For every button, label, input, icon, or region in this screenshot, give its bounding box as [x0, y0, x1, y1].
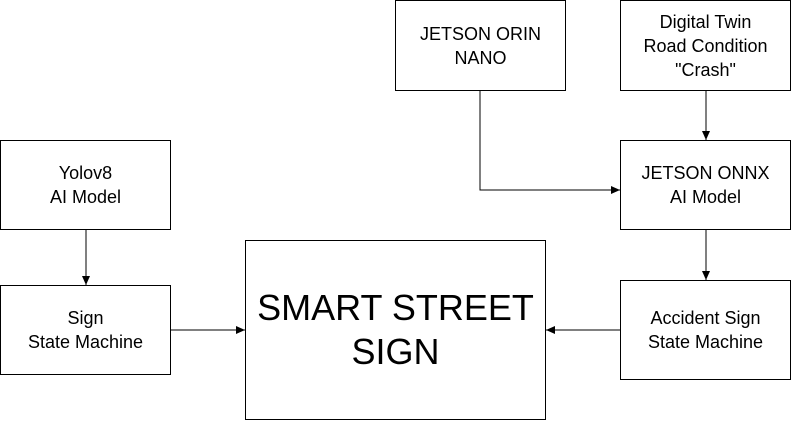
- node-sign-state-machine: Sign State Machine: [0, 285, 171, 375]
- node-jetson-onnx-ai-model: JETSON ONNX AI Model: [620, 140, 791, 230]
- node-digital-twin-road-condition: Digital Twin Road Condition "Crash": [620, 0, 791, 91]
- node-yolov8-ai-model: Yolov8 AI Model: [0, 140, 171, 230]
- edge-jetson-orin-nano-to-jetson-onnx: [479, 91, 620, 194]
- node-jetson-orin-nano: JETSON ORIN NANO: [395, 0, 566, 91]
- node-smart-street-sign: SMART STREET SIGN: [245, 240, 546, 420]
- node-accident-sign-state-machine: Accident Sign State Machine: [620, 280, 791, 380]
